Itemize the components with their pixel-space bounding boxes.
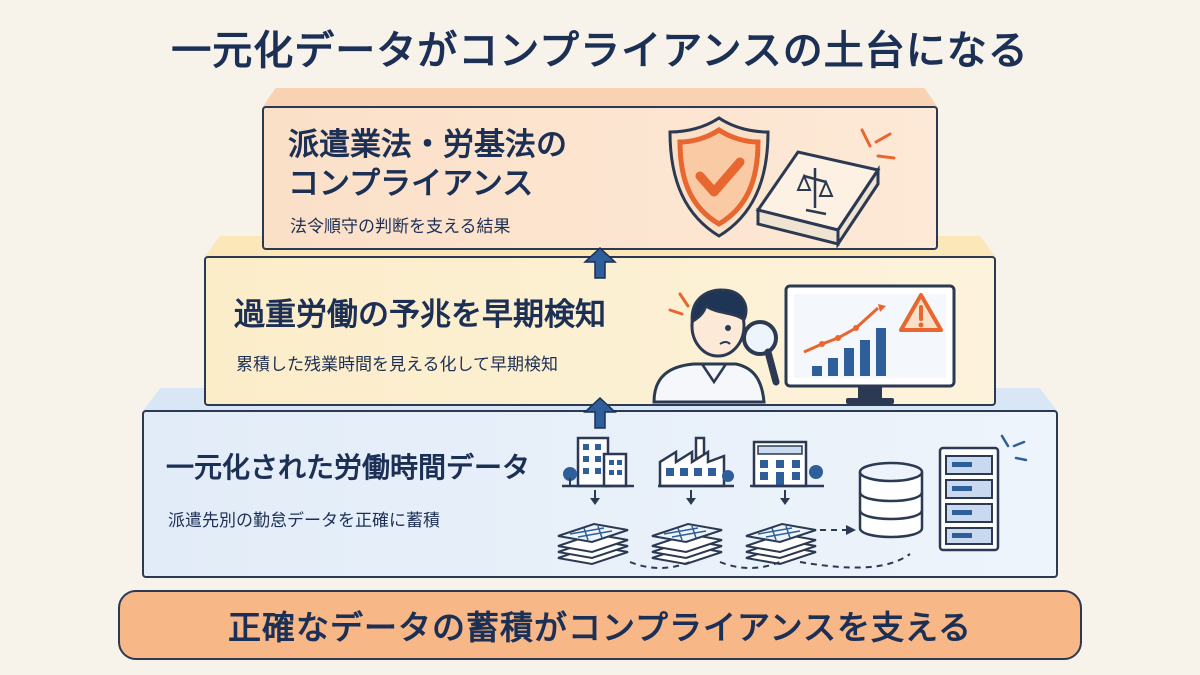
down-arrow-icon (590, 490, 600, 505)
up-arrow-icon (583, 396, 617, 429)
shield-check-icon (668, 116, 770, 238)
warning-icon (899, 293, 943, 332)
analyst-person-icon (652, 288, 766, 404)
shop-building-icon (750, 440, 824, 488)
footer-banner: 正確なデータの蓄積がコンプライアンスを支える (118, 590, 1082, 660)
footer-text: 正確なデータの蓄積がコンプライアンスを支える (227, 608, 973, 647)
down-arrow-icon (686, 490, 696, 505)
database-icon (858, 461, 924, 539)
middle-tier-subtitle: 累積した残業時間を見える化して早期検知 (236, 355, 558, 375)
server-icon (938, 434, 1028, 552)
top-tier-heading-line2: コンプライアンス (288, 165, 534, 202)
down-arrow-icon (780, 490, 790, 505)
middle-tier-heading: 過重労働の予兆を早期検知 (234, 297, 606, 333)
timesheet-stack-icon (745, 522, 817, 566)
top-tier-subtitle: 法令順守の判断を支える結果 (290, 217, 511, 237)
top-tier-heading: 派遣業法・労基法の コンプライアンス (288, 126, 648, 204)
page-title: 一元化データがコンプライアンスの土台になる (171, 28, 1029, 74)
magnifier-icon (742, 320, 780, 386)
top-tier-heading-line1: 派遣業法・労基法の (288, 127, 567, 163)
timesheet-stack-icon (651, 522, 723, 566)
bottom-tier-subtitle: 派遣先別の勤怠データを正確に蓄積 (168, 511, 440, 531)
bottom-tier-heading: 一元化された労働時間データ (166, 451, 531, 484)
up-arrow-icon (583, 246, 617, 279)
office-building-icon (562, 436, 634, 488)
timesheet-stack-icon (557, 522, 629, 566)
factory-icon (658, 436, 734, 488)
data-flow-connector (629, 525, 911, 569)
law-book-icon (755, 128, 896, 249)
